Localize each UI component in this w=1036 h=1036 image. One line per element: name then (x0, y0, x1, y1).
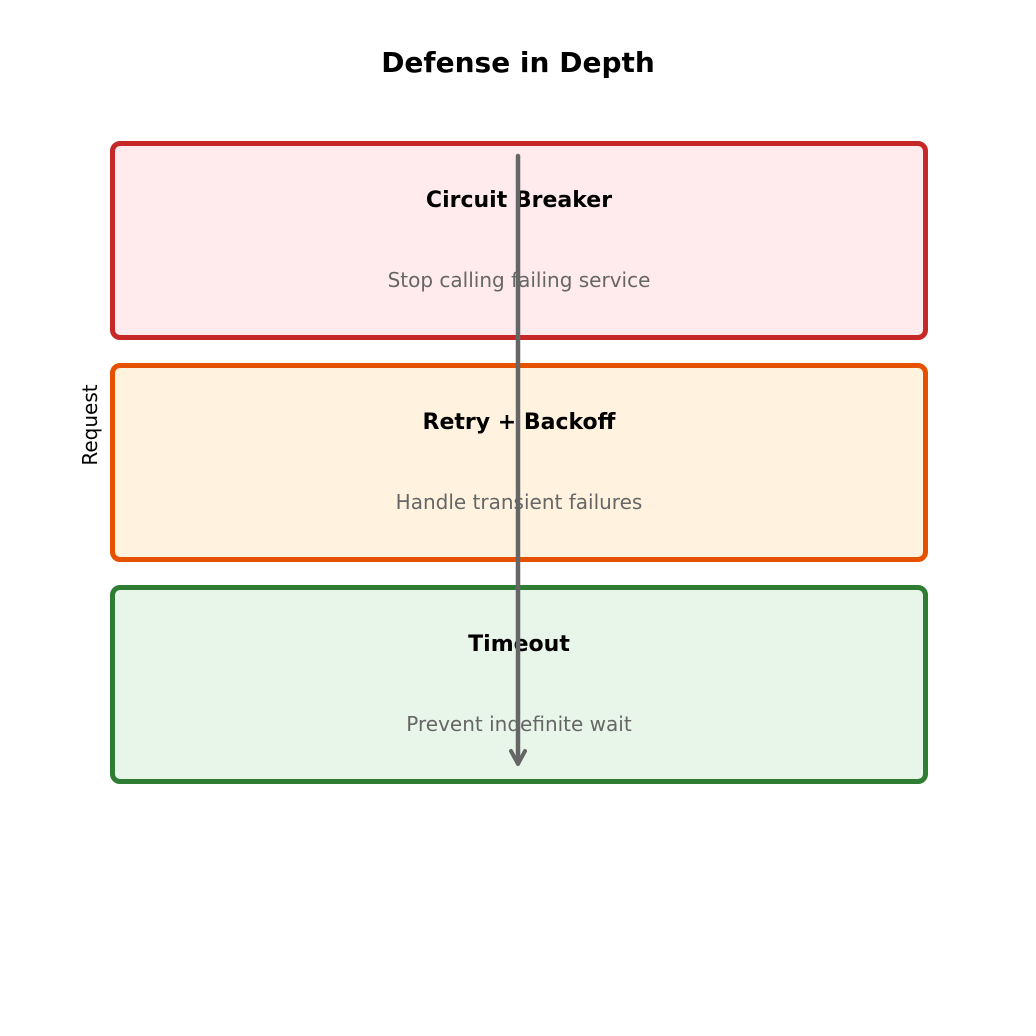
layer-title: Timeout (468, 632, 570, 657)
layer-title: Circuit Breaker (425, 188, 613, 213)
layer-retry-backoff: Retry + Backoff Handle transient failure… (110, 363, 928, 562)
layer-subtitle: Stop calling failing service (387, 268, 651, 292)
layer-title: Retry + Backoff (422, 410, 616, 435)
diagram-title: Defense in Depth (381, 46, 655, 79)
layer-circuit-breaker: Circuit Breaker Stop calling failing ser… (110, 141, 928, 340)
layer-subtitle: Prevent indefinite wait (406, 712, 632, 736)
request-label: Request (78, 384, 102, 466)
layer-subtitle: Handle transient failures (395, 490, 643, 514)
layer-timeout: Timeout Prevent indefinite wait (110, 585, 928, 784)
